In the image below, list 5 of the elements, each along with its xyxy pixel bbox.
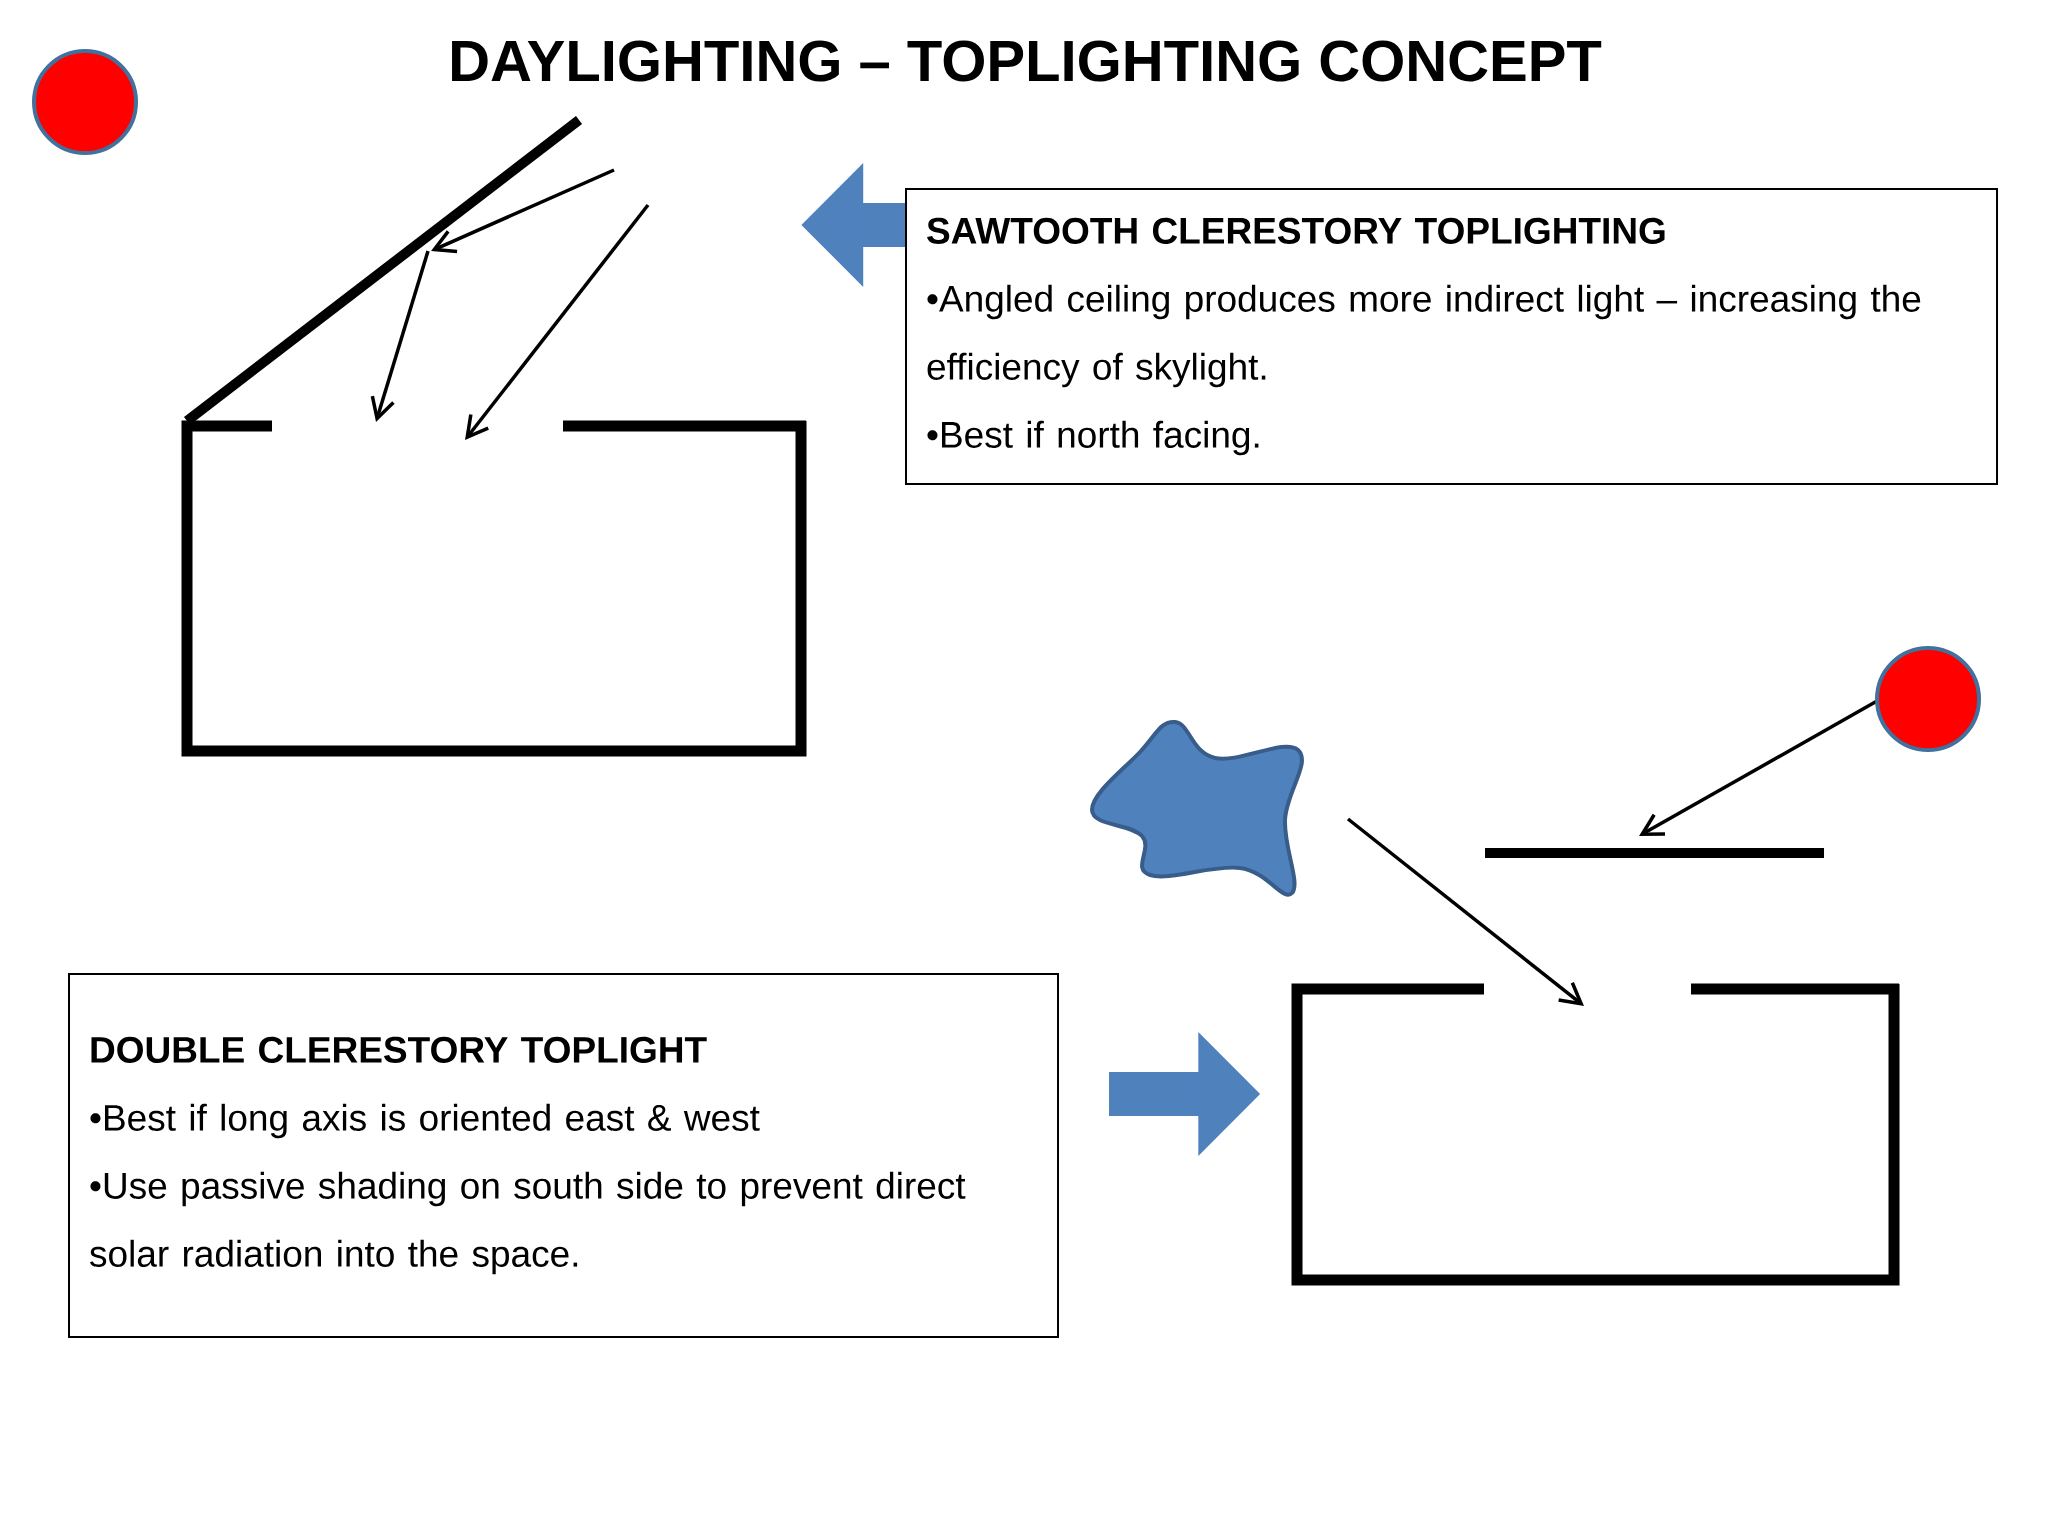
title-text: DAYLIGHTING – TOPLIGHTING CONCEPT [452, 40, 1602, 82]
text-box: DOUBLE CLERESTORY TOPLIGHT •Best if long axis is oriented east & west •Use passive shading on south side to prevent direct solar radiation into the space. [68, 973, 1059, 1338]
text-box: SAWTOOTH CLERESTORY TOPLIGHTING •Angled ceiling produces more indirect light – increasing the efficiency of skylight. •Best if north facing. [905, 188, 1998, 485]
building-drawing [1291, 983, 1900, 1286]
building-drawing [181, 116, 807, 757]
